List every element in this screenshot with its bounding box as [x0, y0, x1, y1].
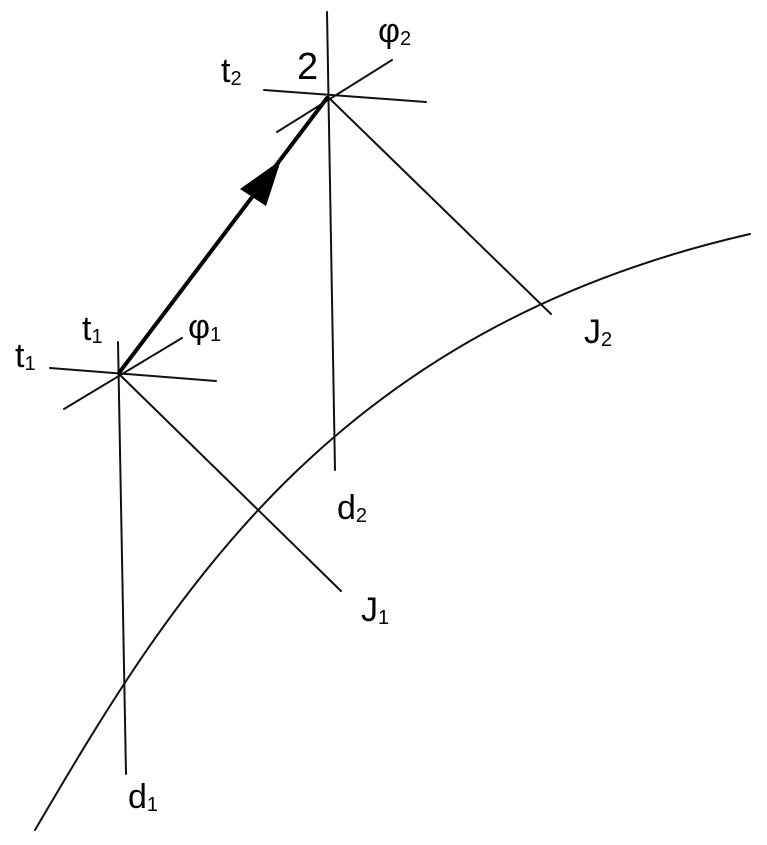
- t-1-top-label: t1: [82, 310, 103, 348]
- boundary-curve: [34, 233, 751, 831]
- phi-1-label: φ1: [188, 308, 221, 346]
- t-2-label: t2: [221, 52, 242, 90]
- d-2-label: d2: [337, 489, 367, 527]
- diagonal-line-j1: [117, 372, 342, 592]
- d-1-label: d1: [128, 778, 158, 816]
- vertical-line-d2: [326, 11, 336, 471]
- j-1-label: J1: [361, 591, 389, 629]
- vertical-line-d1: [117, 341, 127, 775]
- point-2-label: 2: [297, 46, 318, 88]
- diagonal-line-j2: [327, 96, 552, 315]
- t-1-left-label: t1: [15, 337, 36, 375]
- tilted-line-phi2: [276, 59, 393, 133]
- horizontal-line-t1: [49, 367, 217, 382]
- j-2-label: J2: [584, 313, 612, 351]
- movement-vector: [117, 96, 329, 375]
- arrow-head-icon: [240, 160, 281, 206]
- tilted-line-phi1: [63, 337, 183, 410]
- horizontal-line-t2: [263, 89, 427, 103]
- phi-2-label: φ2: [378, 12, 411, 50]
